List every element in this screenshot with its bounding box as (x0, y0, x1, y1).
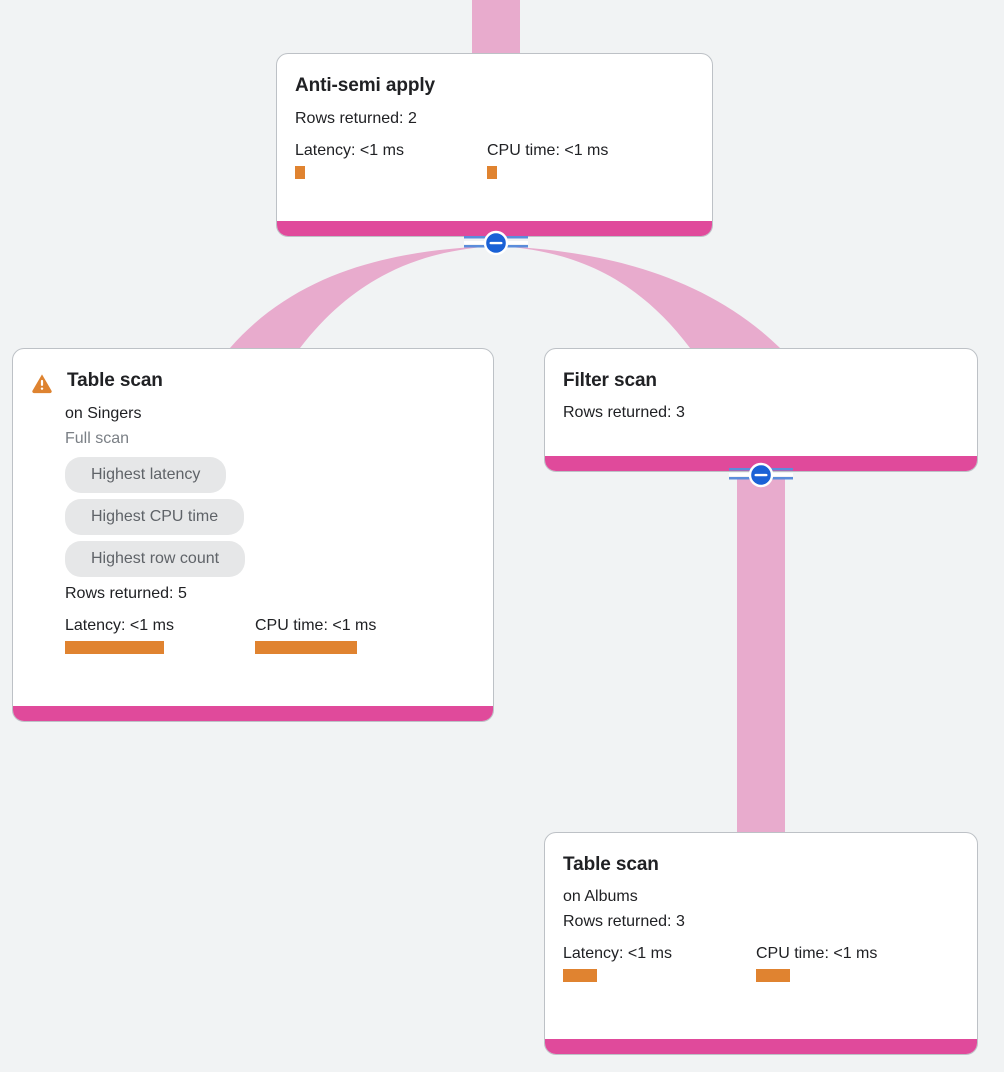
metric-cpu-time: CPU time: <1 ms (756, 943, 877, 982)
metric-label: Latency: <1 ms (65, 617, 174, 634)
node-metrics: Latency: <1 ms CPU time: <1 ms (563, 943, 959, 982)
edge-anti-semi-to-filter-scan (498, 246, 780, 348)
metric-bar (487, 166, 497, 179)
chip-highest-latency[interactable]: Highest latency (65, 457, 227, 493)
metric-bar (295, 166, 305, 179)
metric-latency: Latency: <1 ms (295, 140, 487, 179)
edge-incoming-top (472, 0, 520, 56)
minus-glyph (754, 473, 768, 477)
metric-cpu-time: CPU time: <1 ms (255, 615, 376, 654)
node-accent-bar (277, 221, 712, 236)
metric-cpu-time: CPU time: <1 ms (487, 140, 608, 179)
node-title: Filter scan (563, 370, 657, 391)
metric-latency: Latency: <1 ms (65, 615, 255, 654)
node-table-scan-albums[interactable]: Table scan on Albums Rows returned: 3 La… (544, 832, 978, 1055)
toggle-filter-scan[interactable] (729, 462, 793, 488)
node-chips: Highest latency Highest CPU time Highest… (65, 457, 475, 577)
node-accent-bar (13, 706, 493, 721)
metric-label: CPU time: <1 ms (255, 617, 377, 634)
node-rows-returned: Rows returned: 2 (295, 110, 417, 127)
metric-label: Latency: <1 ms (295, 142, 404, 159)
metric-bar (563, 969, 597, 982)
edge-anti-semi-to-table-scan-singers (230, 246, 496, 348)
metric-latency: Latency: <1 ms (563, 943, 756, 982)
node-metrics: Latency: <1 ms CPU time: <1 ms (295, 140, 694, 179)
node-accent-bar (545, 1039, 977, 1054)
node-title: Anti-semi apply (295, 75, 435, 96)
metric-bar (756, 969, 790, 982)
chip-highest-cpu-time[interactable]: Highest CPU time (65, 499, 245, 535)
chip-highest-row-count[interactable]: Highest row count (65, 541, 246, 577)
metric-label: Latency: <1 ms (563, 945, 672, 962)
node-table-scan-singers[interactable]: Table scan on Singers Full scan Highest … (12, 348, 494, 722)
node-rows-returned: Rows returned: 5 (65, 585, 187, 602)
node-metrics: Latency: <1 ms CPU time: <1 ms (65, 615, 475, 654)
node-rows-returned: Rows returned: 3 (563, 913, 685, 930)
minus-glyph (489, 241, 503, 245)
metric-label: CPU time: <1 ms (487, 142, 609, 159)
metric-label: CPU time: <1 ms (756, 945, 878, 962)
node-title: Table scan (67, 370, 163, 391)
warning-triangle-icon (32, 374, 52, 394)
toggle-anti-semi-apply[interactable] (464, 230, 528, 256)
node-subtitle: on Albums (563, 888, 638, 905)
metric-bar (255, 641, 357, 654)
node-scan-type: Full scan (65, 430, 130, 447)
node-filter-scan[interactable]: Filter scan Rows returned: 3 (544, 348, 978, 472)
node-rows-returned: Rows returned: 3 (563, 404, 685, 421)
metric-bar (65, 641, 164, 654)
node-subtitle: on Singers (65, 405, 142, 422)
edge-filter-scan-to-table-scan-albums (737, 478, 785, 838)
node-anti-semi-apply[interactable]: Anti-semi apply Rows returned: 2 Latency… (276, 53, 713, 237)
node-title: Table scan (563, 854, 659, 875)
